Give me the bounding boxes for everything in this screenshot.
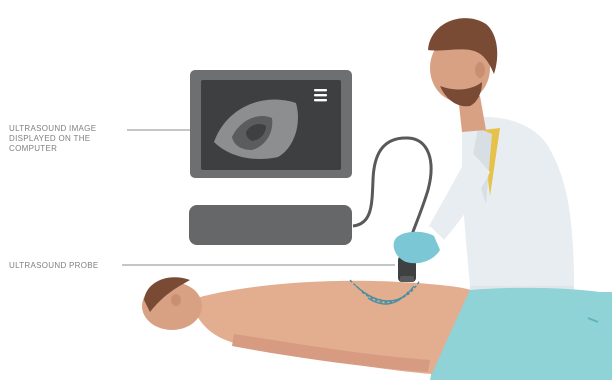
label-image-line-3: COMPUTER <box>9 144 139 154</box>
gloved-hand <box>394 232 440 264</box>
label-image-line-1: ULTRASOUND IMAGE <box>9 124 139 134</box>
keyboard-console <box>189 205 352 245</box>
ultrasound-image-label: ULTRASOUND IMAGE DISPLAYED ON THE COMPUT… <box>9 124 139 154</box>
computer-monitor <box>190 70 352 178</box>
hamburger-menu-icon <box>314 89 327 101</box>
probe-cable <box>353 138 431 240</box>
label-image-line-2: DISPLAYED ON THE <box>9 134 139 144</box>
doctor-figure <box>424 18 574 300</box>
patient-figure <box>142 277 612 380</box>
ultrasound-probe-label: ULTRASOUND PROBE <box>9 261 99 271</box>
